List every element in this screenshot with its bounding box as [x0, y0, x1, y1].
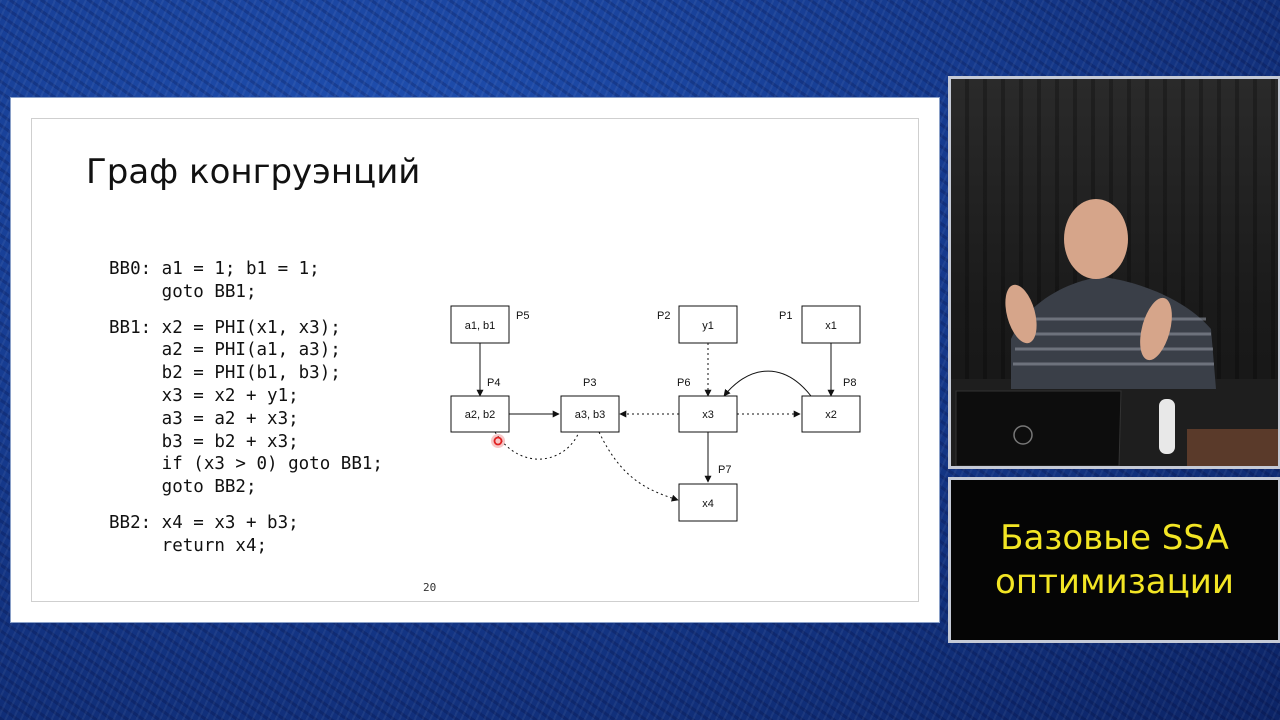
node-x4: x4	[678, 483, 738, 522]
code-line: goto BB2;	[109, 477, 257, 498]
code-line: a2 = PHI(a1, a3);	[109, 340, 341, 361]
code-line: goto BB1;	[109, 281, 257, 302]
code-line: b2 = PHI(b1, b3);	[109, 363, 341, 384]
lecture-caption: Базовые SSA оптимизации	[948, 477, 1280, 643]
caption-line-1: Базовые SSA	[1000, 518, 1229, 558]
label-p7: P7	[718, 464, 731, 476]
label-p2: P2	[657, 310, 670, 322]
code-line: b3 = b2 + x3;	[109, 431, 299, 452]
code-line: return x4;	[109, 535, 268, 556]
svg-text:a2, b2: a2, b2	[465, 409, 496, 421]
label-p4: P4	[487, 377, 500, 389]
svg-text:x1: x1	[825, 320, 837, 332]
label-p6: P6	[677, 377, 690, 389]
code-line: a3 = a2 + x3;	[109, 408, 299, 429]
node-a3b3: a3, b3	[560, 395, 620, 433]
code-line: BB0: a1 = 1; b1 = 1;	[109, 259, 320, 279]
congruence-graph: a1, b1 a2, b2 a3, b3 y1 x1 x3 x2 x4	[450, 305, 861, 522]
code-line: BB1: x2 = PHI(x1, x3);	[109, 317, 341, 338]
node-x2: x2	[801, 395, 861, 433]
code-line: x3 = x2 + y1;	[109, 385, 299, 406]
label-p1: P1	[779, 310, 792, 322]
slide-title: Граф конгруэнций	[86, 152, 421, 192]
slide: Граф конгруэнций BB0: a1 = 1; b1 = 1; go…	[11, 98, 939, 622]
node-x3: x3	[678, 395, 738, 433]
node-a1b1: a1, b1	[450, 305, 510, 344]
node-a2b2: a2, b2	[450, 395, 510, 433]
label-p5: P5	[516, 310, 529, 322]
edge-a3b3-x4	[598, 431, 679, 502]
code-listing: BB0: a1 = 1; b1 = 1; goto BB1; BB1: x2 = …	[109, 258, 383, 558]
svg-text:a3, b3: a3, b3	[575, 409, 606, 421]
node-x1: x1	[801, 305, 861, 344]
presenter-video	[951, 79, 1278, 466]
svg-text:a1, b1: a1, b1	[465, 320, 496, 332]
code-line: if (x3 > 0) goto BB1;	[109, 454, 383, 475]
svg-text:x4: x4	[702, 498, 714, 510]
svg-text:y1: y1	[702, 320, 714, 332]
page-number: 20	[423, 581, 437, 594]
laser-pointer-icon	[491, 434, 505, 448]
label-p8: P8	[843, 377, 856, 389]
caption-line-2: оптимизации	[995, 562, 1234, 602]
node-y1: y1	[678, 305, 738, 344]
presenter-illustration	[951, 199, 1278, 466]
presenter-video-frame	[948, 76, 1280, 469]
edge-a2b2-a3b3-curve	[494, 431, 580, 460]
label-p3: P3	[583, 377, 596, 389]
svg-text:x2: x2	[825, 409, 837, 421]
slide-border	[31, 118, 919, 602]
code-line: BB2: x4 = x3 + b3;	[109, 512, 299, 533]
edge-x2-x3-curve	[723, 370, 812, 397]
svg-text:x3: x3	[702, 409, 714, 421]
